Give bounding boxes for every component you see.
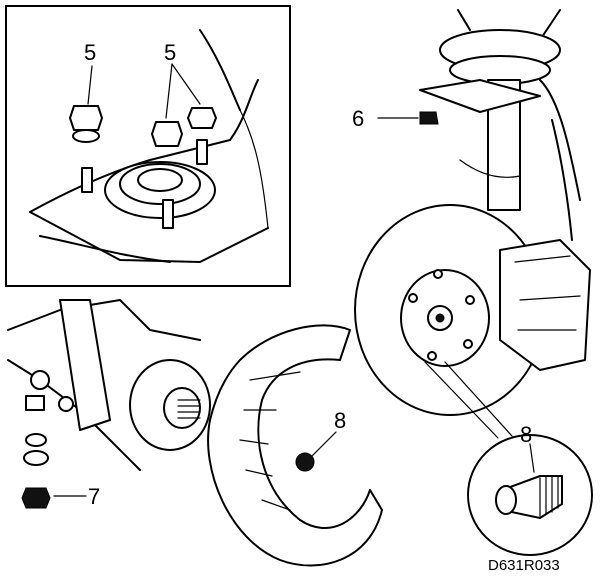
stud-hole-5 [427, 351, 437, 361]
ball-joint [30, 370, 50, 390]
lower-washer-1 [25, 433, 47, 447]
splash-shield: 8 [207, 324, 383, 567]
inset-strut-mount: 5 5 [5, 5, 291, 287]
hub-thread [177, 399, 201, 419]
leader-5c [171, 63, 201, 105]
tie-rod-end [58, 396, 74, 412]
washer-left [72, 129, 100, 143]
mount-center [137, 168, 183, 192]
leader-8-shield [311, 431, 337, 457]
lower-bushing-1 [25, 395, 45, 411]
hub-knuckle: 7 [7, 299, 211, 509]
nut-right [187, 107, 217, 129]
stud-hole-3 [465, 295, 475, 305]
stud-left [81, 167, 93, 193]
callout-7: 7 [88, 484, 100, 509]
hub-nut [435, 313, 445, 323]
stud-hole-2 [433, 269, 443, 279]
drawing-code: D631R033 [488, 557, 560, 574]
brake-line [539, 79, 581, 241]
leader-5b [165, 63, 173, 119]
nut-left [69, 105, 103, 131]
shield-outline [207, 324, 383, 567]
tower-lower-edge [39, 235, 171, 263]
inset-frame [5, 5, 291, 287]
leader-detail-b [444, 361, 513, 437]
bolt-6 [419, 111, 439, 125]
shield-bolt [295, 452, 315, 472]
hub-bore [163, 387, 201, 429]
leader-8-detail [529, 443, 535, 473]
tower-seam [239, 109, 269, 229]
stud-right [196, 139, 208, 165]
callout-5-left: 5 [84, 40, 96, 65]
leader-5a [87, 65, 93, 105]
callout-8-detail: 8 [520, 422, 532, 447]
nut-mid [151, 121, 183, 147]
knuckle-arm [59, 299, 111, 431]
detail-bushing: 8 [467, 422, 593, 556]
caliper-detail [514, 255, 581, 331]
bushing-face [495, 485, 517, 515]
shield-ribs [239, 371, 301, 511]
stud-hole-1 [408, 293, 418, 303]
lower-washer-2 [23, 450, 49, 466]
upper-arm [419, 79, 541, 113]
control-arm-top [7, 299, 201, 341]
lower-nut-7 [21, 487, 51, 509]
brake-disc-assembly [354, 204, 591, 439]
strut-top [457, 9, 561, 41]
strut-clamp [459, 159, 521, 178]
stud-hole-4 [463, 339, 473, 349]
bushing-thread [539, 475, 559, 517]
callout-5-right: 5 [164, 40, 176, 65]
strut-assembly: 6 [352, 9, 581, 241]
caliper [499, 239, 591, 371]
callout-6: 6 [352, 106, 364, 131]
callout-8-shield: 8 [334, 408, 346, 433]
stud-front [162, 199, 174, 229]
leader-detail-a [424, 361, 499, 439]
